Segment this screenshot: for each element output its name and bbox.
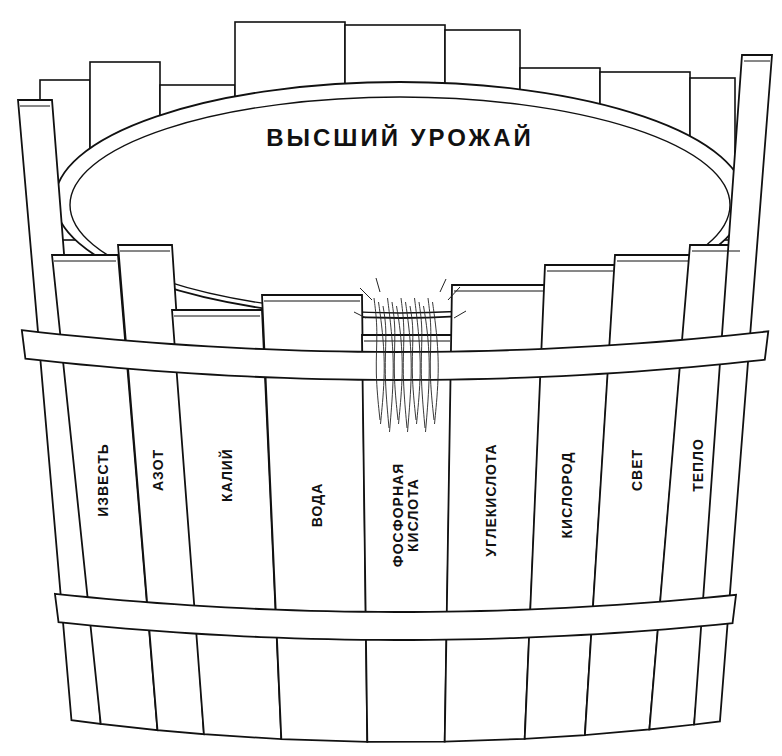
stave-top-edge (692, 251, 740, 252)
stave-top-edge (120, 251, 170, 252)
stave-label-box: ИЗВЕСТЬ (93, 439, 114, 521)
water-stream-line (397, 306, 403, 424)
front-staves (18, 55, 772, 742)
water-stream-line (406, 302, 412, 432)
stave-top-edge (454, 291, 543, 292)
stave-label-box: АЗОТ (149, 445, 170, 495)
barrel-caption: ВЫСШИЙ УРОЖАЙ (266, 124, 534, 152)
splash-line (440, 279, 446, 292)
stave-top-edge (264, 301, 360, 302)
stave-label-box: КИСЛОРОД (558, 448, 579, 543)
water-stream-line (383, 306, 389, 428)
stave-top-edge (617, 261, 688, 262)
water-stream-line (419, 302, 425, 428)
stave-label: ФОСФОРНАЯ КИСЛОТА (391, 456, 422, 574)
water-stream-line (392, 302, 398, 420)
water-stream-line (428, 298, 434, 420)
stave-label-box: СВЕТ (627, 445, 648, 495)
stave-label-box: ТЕПЛО (688, 434, 709, 496)
stave-label: СВЕТ (630, 449, 645, 491)
stave-label-box: ВОДА (307, 479, 328, 532)
water-stream-line (388, 298, 394, 432)
barrel-hoop (55, 594, 736, 640)
stave-label: ВОДА (310, 483, 325, 528)
stave-top-edge (20, 106, 50, 107)
splash-line (376, 278, 380, 292)
stave-label-box: ФОСФОРНАЯ КИСЛОТА (388, 452, 425, 578)
water-splash (354, 278, 466, 318)
stave-label: УГЛЕКИСЛОТА (484, 443, 499, 556)
water-stream-line (401, 298, 407, 428)
stave-top-edge (174, 316, 260, 317)
water-stream-line (415, 298, 421, 424)
stave-label: ТЕПЛО (691, 438, 706, 492)
stave-label: АЗОТ (152, 449, 167, 491)
stave-label-box: КАЛИЙ (217, 444, 238, 506)
water-stream-line (379, 302, 385, 424)
water-stream-line (410, 306, 416, 420)
water-stream (374, 298, 438, 432)
splash-line (454, 311, 466, 318)
water-stream-line (433, 302, 439, 424)
stave-top-edge (744, 61, 770, 62)
stave-label: ИЗВЕСТЬ (96, 443, 111, 517)
stave-label: КАЛИЙ (220, 448, 235, 502)
water-stream-line (424, 306, 430, 432)
stave-top-edge (54, 261, 116, 262)
front-stave (362, 335, 452, 742)
stave-label: КИСЛОРОД (561, 452, 576, 539)
stave-top-edge (547, 271, 613, 272)
stave-label-box: УГЛЕКИСЛОТА (481, 439, 502, 560)
splash-line (448, 287, 460, 300)
splash-line (360, 288, 372, 300)
water-stream-line (374, 298, 380, 420)
splash-line (354, 312, 366, 318)
